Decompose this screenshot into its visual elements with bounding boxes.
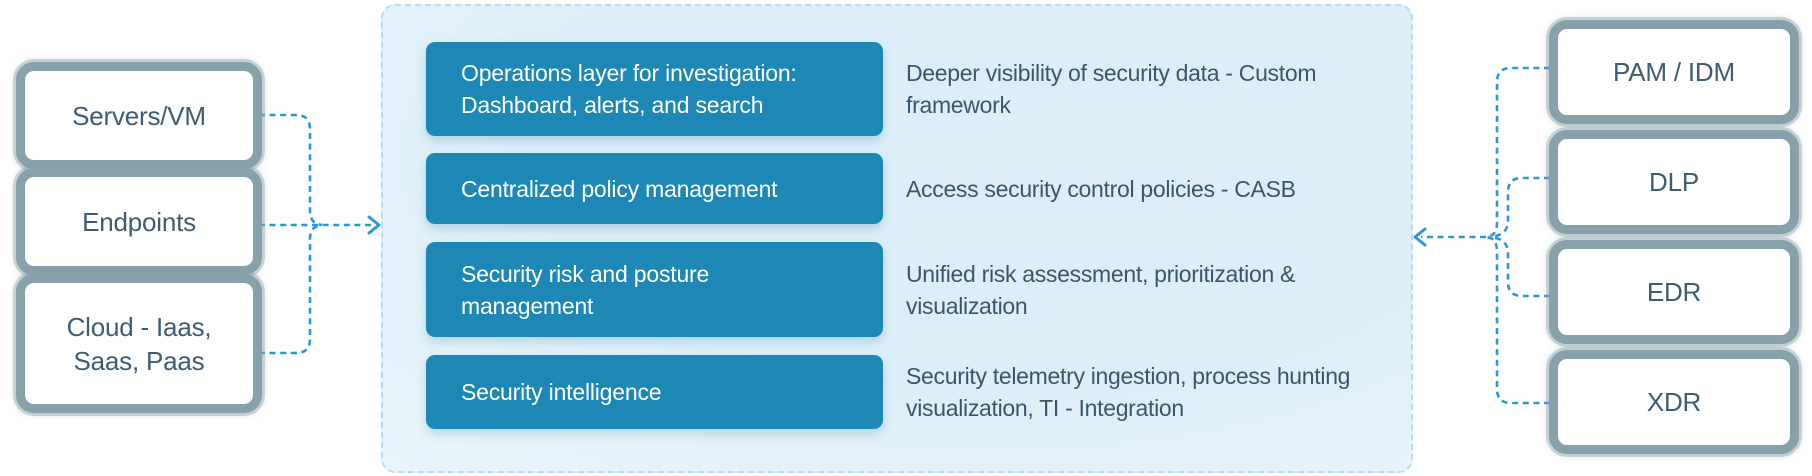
source-box-endpoints: Endpoints [16,168,262,275]
connector-xdr-to-panel [1485,235,1550,405]
connector-dlp-to-panel [1490,176,1550,239]
integration-box-xdr: XDR [1549,350,1799,454]
connector-servers-to-panel [259,113,323,227]
connector-pam-to-panel [1485,66,1550,239]
connector-edr-to-panel [1490,235,1550,298]
source-box-servers-vm: Servers/VM [16,62,262,169]
right-arrowhead-icon [1413,227,1427,247]
left-arrowhead-icon [367,215,381,235]
capability-description-operations-layer: Deeper visibility of security data - Cus… [906,60,1317,118]
capability-button-security-intelligence: Security intelligence [426,355,883,429]
integration-box-pam-idm: PAM / IDM [1549,20,1799,124]
integration-box-dlp: DLP [1549,130,1799,234]
capability-description-risk-posture: Unified risk assessment, prioritization … [906,260,1296,319]
integration-box-edr: EDR [1549,240,1799,344]
capability-button-operations-layer: Operations layer for investigation: Dash… [426,42,883,136]
capability-description-centralized-policy: Access security control policies - CASB [906,175,1296,202]
capability-description-security-intelligence: Security telemetry ingestion, process hu… [906,363,1351,421]
source-box-cloud: Cloud - Iaas, Saas, Paas [16,274,262,413]
capability-button-risk-posture: Security risk and posture management [426,242,883,337]
connector-cloud-to-panel [259,223,323,355]
capability-button-centralized-policy: Centralized policy management [426,153,883,224]
